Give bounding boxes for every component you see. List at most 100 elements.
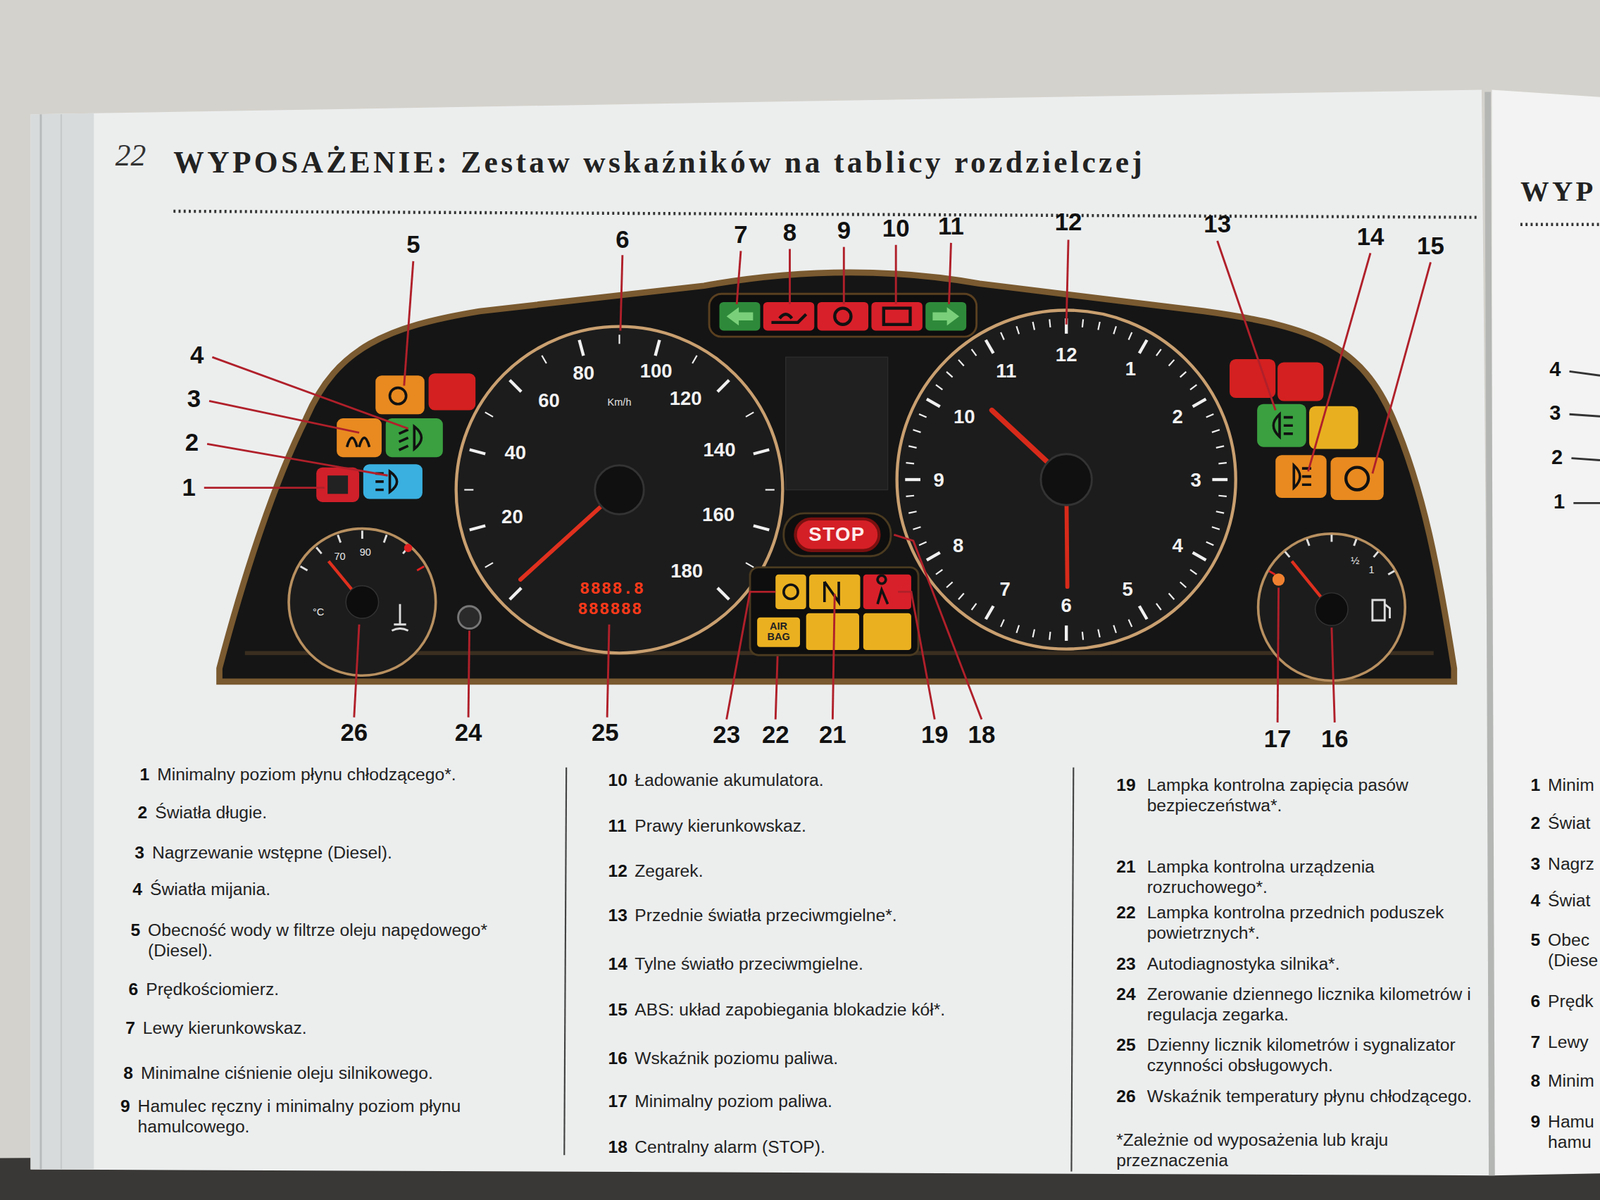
dial-tick xyxy=(300,566,308,571)
dial-number: 12 xyxy=(1055,343,1078,367)
dial-unit: Km/h xyxy=(607,396,632,408)
dial-ticks xyxy=(300,318,1395,641)
brake-icon xyxy=(834,308,851,325)
dial-tick xyxy=(1218,495,1227,497)
dial-number: 180 xyxy=(670,559,703,583)
leader-line xyxy=(775,656,778,720)
item-number: 8 xyxy=(123,1063,134,1084)
item-text: Obec (Diese xyxy=(1547,930,1599,971)
oil-pressure-lamp xyxy=(763,302,815,331)
page-heading: WYP xyxy=(1520,175,1597,208)
dial-tick xyxy=(509,380,522,392)
callout-number: 6 xyxy=(615,225,629,255)
dial-tick xyxy=(753,450,770,455)
item-text: Zegarek. xyxy=(634,861,1043,882)
item-text: Minim xyxy=(1547,1071,1599,1092)
item-text: Autodiagnostyka silnika*. xyxy=(1147,954,1489,975)
column-rule xyxy=(564,767,567,1156)
item-text: Lewy xyxy=(1547,1032,1599,1053)
dial-number: 20 xyxy=(501,506,524,529)
dial-number: 140 xyxy=(703,438,736,462)
item-number: 26 xyxy=(1116,1086,1136,1108)
dial-tick xyxy=(985,340,994,354)
callout-number: 22 xyxy=(761,720,790,750)
dial-tick xyxy=(1269,571,1276,575)
dial-tick xyxy=(338,535,341,543)
dial-tick xyxy=(1216,445,1224,448)
gauge-mark: ½ xyxy=(1350,554,1360,567)
callout-number: 23 xyxy=(712,720,741,750)
dial-tick xyxy=(1192,399,1207,408)
callout-number: 18 xyxy=(968,720,996,750)
item-number: 12 xyxy=(608,861,628,882)
spare-lamp xyxy=(1277,361,1324,401)
item-text: ABS: układ zapobiegania blokadzie kół*. xyxy=(634,1000,1043,1021)
dial-tick xyxy=(618,334,620,344)
item-number: 3 xyxy=(1530,854,1541,875)
engine-icon xyxy=(783,584,798,599)
item-text: Minimalny poziom paliwa. xyxy=(634,1091,1043,1112)
dial-tick xyxy=(1000,332,1005,341)
callout-number: 12 xyxy=(1054,208,1083,238)
callout-number: 25 xyxy=(591,718,620,748)
dial-number: 120 xyxy=(669,388,703,411)
dial-tick xyxy=(1016,326,1020,334)
item-number: 2 xyxy=(138,802,148,824)
dial-tick xyxy=(935,384,943,390)
dial-number: 4 xyxy=(1171,534,1183,558)
dial-tick xyxy=(464,488,474,491)
lamp-icon xyxy=(327,475,348,494)
leader-line xyxy=(209,400,360,433)
dial-number: 40 xyxy=(504,441,527,465)
dial-tick xyxy=(1354,538,1357,546)
callout-number: 4 xyxy=(190,340,204,370)
dial-tick xyxy=(383,535,387,543)
item-text: Minimalne ciśnienie oleju silnikowego. xyxy=(140,1063,529,1084)
item-number: 24 xyxy=(1116,984,1136,1005)
belt-icon xyxy=(877,575,888,605)
leader-line xyxy=(1569,371,1600,376)
item-number: 7 xyxy=(125,1018,136,1039)
dial-tick xyxy=(1206,414,1215,418)
brake-lamp xyxy=(817,302,869,331)
dial-tick xyxy=(1082,319,1084,328)
item-text: Prawy kierunkowskaz. xyxy=(634,816,1043,837)
item-text: Lampka kontrolna zapięcia pasów bezpiecz… xyxy=(1147,775,1489,816)
dial-number: 9 xyxy=(933,469,944,493)
callout-number: 1 xyxy=(1553,490,1565,514)
dial-tick xyxy=(745,562,754,568)
front-fog-lamp xyxy=(1257,404,1307,448)
leader-line xyxy=(404,261,414,386)
dial-tick xyxy=(1156,349,1162,356)
dial-tick xyxy=(1128,619,1133,628)
dial-tick xyxy=(1000,619,1005,628)
dial-tick xyxy=(1373,551,1379,558)
arrow-icon xyxy=(726,307,754,326)
item-number: 13 xyxy=(608,906,628,927)
item-text: Dzienny licznik kilometrów i sygnalizato… xyxy=(1147,1035,1489,1077)
dial-tick xyxy=(469,450,486,455)
dial-tick xyxy=(1033,629,1035,638)
dial-tick xyxy=(469,526,486,531)
dial-tick xyxy=(1388,571,1395,575)
item-number: 16 xyxy=(608,1049,628,1070)
headlight-icon xyxy=(399,426,422,450)
dial-tick xyxy=(745,411,754,417)
dial-tick xyxy=(1211,478,1228,481)
leader-line xyxy=(842,247,846,305)
dotted-rule xyxy=(1520,223,1600,227)
battery-lamp xyxy=(871,302,922,331)
dial-tick xyxy=(509,588,522,600)
gauge-mark: 90 xyxy=(359,546,372,558)
item-number: 2 xyxy=(1530,813,1541,834)
dial-tick xyxy=(926,399,941,408)
item-number: 6 xyxy=(1530,991,1541,1012)
dial-tick xyxy=(1330,534,1333,542)
arrow-icon xyxy=(932,307,960,326)
leader-lines xyxy=(204,240,1431,723)
dial-tick xyxy=(1156,603,1162,610)
item-text: Hamulec ręczny i minimalny poziom płynu … xyxy=(138,1097,527,1138)
callout-number: 8 xyxy=(783,218,797,248)
item-number: 17 xyxy=(608,1091,628,1112)
right-page-leaders xyxy=(1569,371,1600,503)
